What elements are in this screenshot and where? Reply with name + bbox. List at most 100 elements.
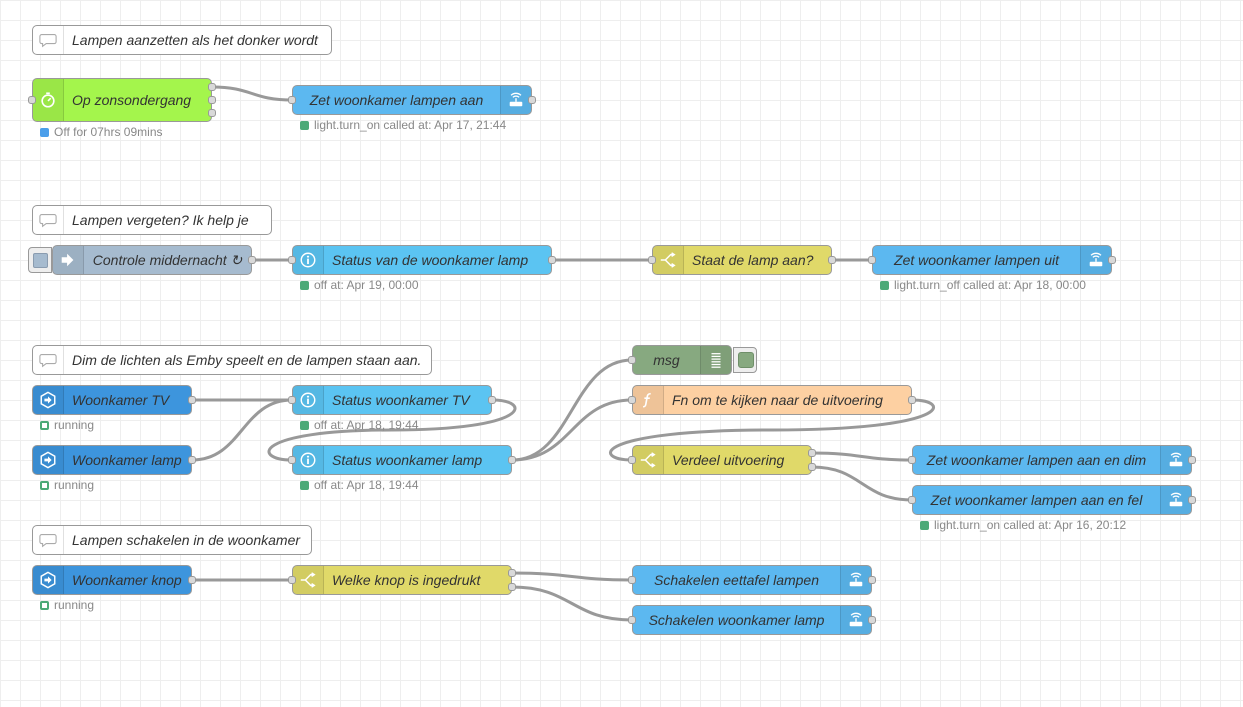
node-status: light.turn_off called at: Apr 18, 00:00 [880, 278, 1086, 292]
router-wifi-icon [840, 606, 871, 634]
input-port[interactable] [288, 256, 296, 264]
wire [510, 358, 634, 462]
input-port[interactable] [628, 456, 636, 464]
inject-trigger-button[interactable] [28, 247, 52, 273]
output-port[interactable] [508, 583, 516, 591]
debug-toggle-button[interactable] [733, 347, 757, 373]
output-port[interactable] [868, 616, 876, 624]
output-port[interactable] [1188, 496, 1196, 504]
comment-node[interactable]: Lampen schakelen in de woonkamer [32, 525, 312, 555]
output-port[interactable] [908, 396, 916, 404]
node-label: Schakelen woonkamer lamp [648, 612, 825, 628]
input-port[interactable] [908, 496, 916, 504]
debug-node[interactable]: msg [628, 345, 732, 375]
input-port[interactable] [288, 576, 296, 584]
output-port[interactable] [528, 96, 536, 104]
call-service-node[interactable]: Zet woonkamer lampen aan en dim [908, 445, 1196, 475]
node-label: Zet woonkamer lampen aan en fel [930, 492, 1143, 508]
output-port[interactable] [208, 109, 216, 117]
switch-node[interactable]: Staat de lamp aan? [648, 245, 836, 275]
sun-node[interactable]: Op zonsondergang [28, 78, 216, 122]
input-port[interactable] [628, 356, 636, 364]
function-f-icon [633, 386, 664, 414]
input-port[interactable] [628, 616, 636, 624]
wire [190, 398, 294, 462]
status-dot [40, 480, 49, 490]
node-status: running [40, 478, 94, 492]
output-port[interactable] [1188, 456, 1196, 464]
call-service-node[interactable]: Schakelen woonkamer lamp [628, 605, 876, 635]
status-text: Off for 07hrs 09mins [54, 125, 163, 139]
input-port[interactable] [648, 256, 656, 264]
current-state-node[interactable]: Status van de woonkamer lamp [288, 245, 556, 275]
server-state-node[interactable]: Woonkamer lamp [32, 445, 196, 475]
wire [510, 398, 634, 462]
status-dot [300, 480, 309, 490]
router-wifi-icon [500, 86, 531, 114]
switch-node[interactable]: Welke knop is ingedrukt [288, 565, 516, 595]
output-port[interactable] [248, 256, 256, 264]
node-label: Status woonkamer TV [332, 392, 470, 408]
output-port[interactable] [508, 569, 516, 577]
comment-node[interactable]: Dim de lichten als Emby speelt en de lam… [32, 345, 432, 375]
server-state-node[interactable]: Woonkamer knop [32, 565, 196, 595]
switch-fork-icon [633, 446, 664, 474]
call-service-node[interactable]: Zet woonkamer lampen uit [868, 245, 1116, 275]
sun-timer-icon [33, 79, 64, 121]
input-port[interactable] [908, 456, 916, 464]
status-dot [40, 127, 49, 137]
inject-node[interactable]: Controle middernacht ↻ [52, 245, 256, 275]
input-port[interactable] [628, 396, 636, 404]
input-port[interactable] [288, 96, 296, 104]
node-label: Zet woonkamer lampen aan [309, 92, 484, 108]
switch-node[interactable]: Verdeel uitvoering [628, 445, 816, 475]
debug-toggle-face [738, 352, 754, 368]
node-status: light.turn_on called at: Apr 16, 20:12 [920, 518, 1126, 532]
call-service-node[interactable]: Zet woonkamer lampen aan en fel [908, 485, 1196, 515]
comment-bubble-icon [33, 346, 64, 374]
input-port[interactable] [868, 256, 876, 264]
input-port[interactable] [288, 456, 296, 464]
status-text: off at: Apr 18, 19:44 [314, 478, 419, 492]
output-port[interactable] [548, 256, 556, 264]
input-port[interactable] [628, 576, 636, 584]
output-port[interactable] [828, 256, 836, 264]
node-label: Woonkamer lamp [72, 452, 182, 468]
output-port[interactable] [808, 449, 816, 457]
output-port[interactable] [1108, 256, 1116, 264]
output-port[interactable] [868, 576, 876, 584]
node-status: light.turn_on called at: Apr 17, 21:44 [300, 118, 506, 132]
node-status: Off for 07hrs 09mins [40, 125, 163, 139]
output-port[interactable] [488, 396, 496, 404]
node-label: Welke knop is ingedrukt [332, 572, 481, 588]
output-port[interactable] [188, 576, 196, 584]
node-label: Verdeel uitvoering [672, 452, 785, 468]
node-label: Op zonsondergang [72, 92, 192, 108]
wire [810, 451, 914, 462]
status-dot [300, 420, 309, 430]
status-text: running [54, 598, 95, 612]
call-service-node[interactable]: Schakelen eettafel lampen [628, 565, 876, 595]
current-state-node[interactable]: Status woonkamer TV [288, 385, 496, 415]
output-port[interactable] [208, 96, 216, 104]
node-status: off at: Apr 18, 19:44 [300, 418, 419, 432]
wire [510, 585, 634, 622]
comment-node[interactable]: Lampen aanzetten als het donker wordt [32, 25, 332, 55]
input-port[interactable] [288, 396, 296, 404]
server-state-node[interactable]: Woonkamer TV [32, 385, 196, 415]
function-node[interactable]: Fn om te kijken naar de uitvoering [628, 385, 916, 415]
status-dot [40, 420, 49, 430]
status-dot [300, 280, 309, 290]
output-port[interactable] [808, 463, 816, 471]
router-wifi-icon [1160, 446, 1191, 474]
output-port[interactable] [508, 456, 516, 464]
call-service-node[interactable]: Zet woonkamer lampen aan [288, 85, 536, 115]
input-port[interactable] [28, 96, 36, 104]
output-port[interactable] [188, 456, 196, 464]
output-port[interactable] [188, 396, 196, 404]
output-port[interactable] [208, 83, 216, 91]
node-label: Schakelen eettafel lampen [654, 572, 819, 588]
comment-node[interactable]: Lampen vergeten? Ik help je [32, 205, 272, 235]
current-state-node[interactable]: Status woonkamer lamp [288, 445, 516, 475]
